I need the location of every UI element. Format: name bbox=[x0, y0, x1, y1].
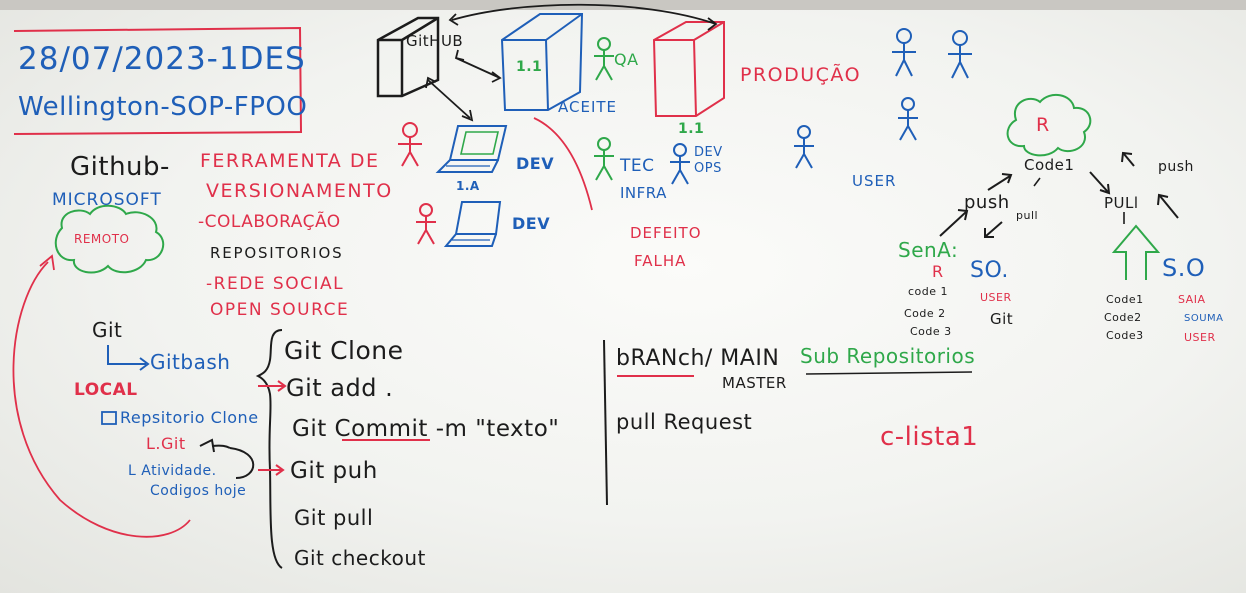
aceite-version-label: 1.1 bbox=[516, 59, 543, 75]
code-item: Code3 bbox=[1106, 329, 1144, 342]
defeito-label: DEFEITO bbox=[630, 224, 702, 242]
saia-label: SAIA bbox=[1178, 293, 1206, 306]
infra-label: INFRA bbox=[620, 184, 667, 202]
definition-line: -REDE SOCIAL bbox=[206, 274, 345, 294]
person-icon bbox=[416, 203, 436, 245]
master-label: MASTER bbox=[722, 374, 787, 392]
whiteboard-frame bbox=[0, 0, 1246, 10]
souma-label: SOUMA bbox=[1184, 313, 1224, 324]
pull-label: pull bbox=[1016, 209, 1039, 222]
user-label: USER bbox=[852, 172, 897, 190]
cloud-icon bbox=[1006, 93, 1092, 157]
dev-label: DEV bbox=[512, 214, 551, 233]
command-line: Git pull bbox=[294, 506, 374, 530]
github-server-icon bbox=[376, 16, 440, 98]
definition-line: REPOSITORIOS bbox=[210, 244, 344, 262]
user-label: USER bbox=[1184, 331, 1216, 344]
person-icon bbox=[594, 37, 614, 81]
local-label: LOCAL bbox=[74, 380, 138, 400]
code-item: Code1 bbox=[1106, 293, 1144, 306]
git-label: Git bbox=[990, 310, 1014, 328]
dev-label: DEV bbox=[516, 154, 555, 173]
dev-version-label: 1.A bbox=[456, 179, 480, 193]
code-item: Code 2 bbox=[904, 307, 946, 320]
branch-main-label: bRANch/ MAIN bbox=[616, 346, 780, 371]
command-line: Git Clone bbox=[284, 336, 404, 365]
code1-label: Code1 bbox=[1024, 156, 1075, 174]
definition-line: VERSIONAMENTO bbox=[206, 180, 393, 202]
push-label: push bbox=[1158, 159, 1194, 175]
command-line: Git add . bbox=[286, 374, 394, 402]
devops-label: OPS bbox=[694, 161, 722, 176]
producao-label: PRODUÇÃO bbox=[740, 64, 862, 86]
pull-label: PULl bbox=[1104, 194, 1139, 212]
definition-line: FERRAMENTA DE bbox=[200, 150, 380, 172]
laptop-icon bbox=[435, 125, 508, 173]
so-label: SO. bbox=[970, 258, 1009, 283]
code-item: Code2 bbox=[1104, 311, 1142, 324]
c-lista-label: c-lista1 bbox=[880, 422, 979, 452]
person-icon bbox=[594, 137, 614, 181]
pull-request-label: pull Request bbox=[616, 410, 753, 434]
definition-line: OPEN SOURCE bbox=[210, 300, 350, 320]
aceite-label: ACEITE bbox=[558, 98, 618, 116]
github-label: Github- bbox=[70, 152, 170, 182]
board-date: 28/07/2023-1DES bbox=[18, 41, 306, 77]
left-r-label: R bbox=[932, 262, 944, 281]
person-icon bbox=[670, 143, 690, 185]
sena-label: SenA: bbox=[898, 238, 959, 262]
command-line: Git checkout bbox=[294, 546, 426, 570]
producao-server-icon bbox=[652, 21, 725, 117]
qa-label: QA bbox=[614, 50, 639, 69]
up-arrow-icon bbox=[1111, 224, 1161, 280]
remoto-cloud-icon bbox=[54, 204, 165, 274]
remoto-label: REMOTO bbox=[74, 232, 130, 246]
repositorio-clone-label: Repsitorio Clone bbox=[120, 408, 259, 427]
code-item: Code 3 bbox=[910, 325, 952, 338]
producao-version-label: 1.1 bbox=[678, 121, 705, 137]
tec-label: TEC bbox=[620, 156, 655, 176]
microsoft-label: MICROSOFT bbox=[52, 190, 162, 210]
aceite-server-icon bbox=[500, 13, 584, 111]
cloud-r-label: R bbox=[1036, 114, 1050, 136]
code-item: code 1 bbox=[908, 285, 949, 298]
git-folder-label: L.Git bbox=[146, 434, 186, 453]
command-line: Git puh bbox=[290, 458, 378, 484]
person-icon bbox=[948, 30, 972, 79]
gitbash-label: Gitbash bbox=[150, 350, 231, 374]
person-icon bbox=[794, 125, 814, 169]
person-icon bbox=[398, 122, 422, 167]
atividade-label: L Atividade. bbox=[128, 463, 217, 479]
codigos-hoje-label: Codigos hoje bbox=[150, 483, 247, 499]
board-author: Wellington-SOP-FPOO bbox=[18, 92, 308, 122]
user-label: USER bbox=[980, 291, 1012, 304]
falha-label: FALHA bbox=[634, 252, 687, 270]
command-line: Git Commit -m "texto" bbox=[292, 416, 560, 442]
devops-label: DEV bbox=[694, 145, 723, 160]
definition-line: -COLABORAÇÃO bbox=[198, 212, 341, 232]
so-label: S.O bbox=[1162, 254, 1206, 282]
person-icon bbox=[898, 97, 918, 141]
folder-icon bbox=[101, 411, 117, 425]
person-icon bbox=[892, 28, 916, 77]
push-label: push bbox=[964, 192, 1010, 213]
github-box-label: GitHUB bbox=[406, 32, 464, 50]
laptop-icon bbox=[443, 201, 502, 247]
git-label: Git bbox=[92, 318, 123, 342]
sub-repositorios-label: Sub Repositorios bbox=[800, 344, 976, 368]
